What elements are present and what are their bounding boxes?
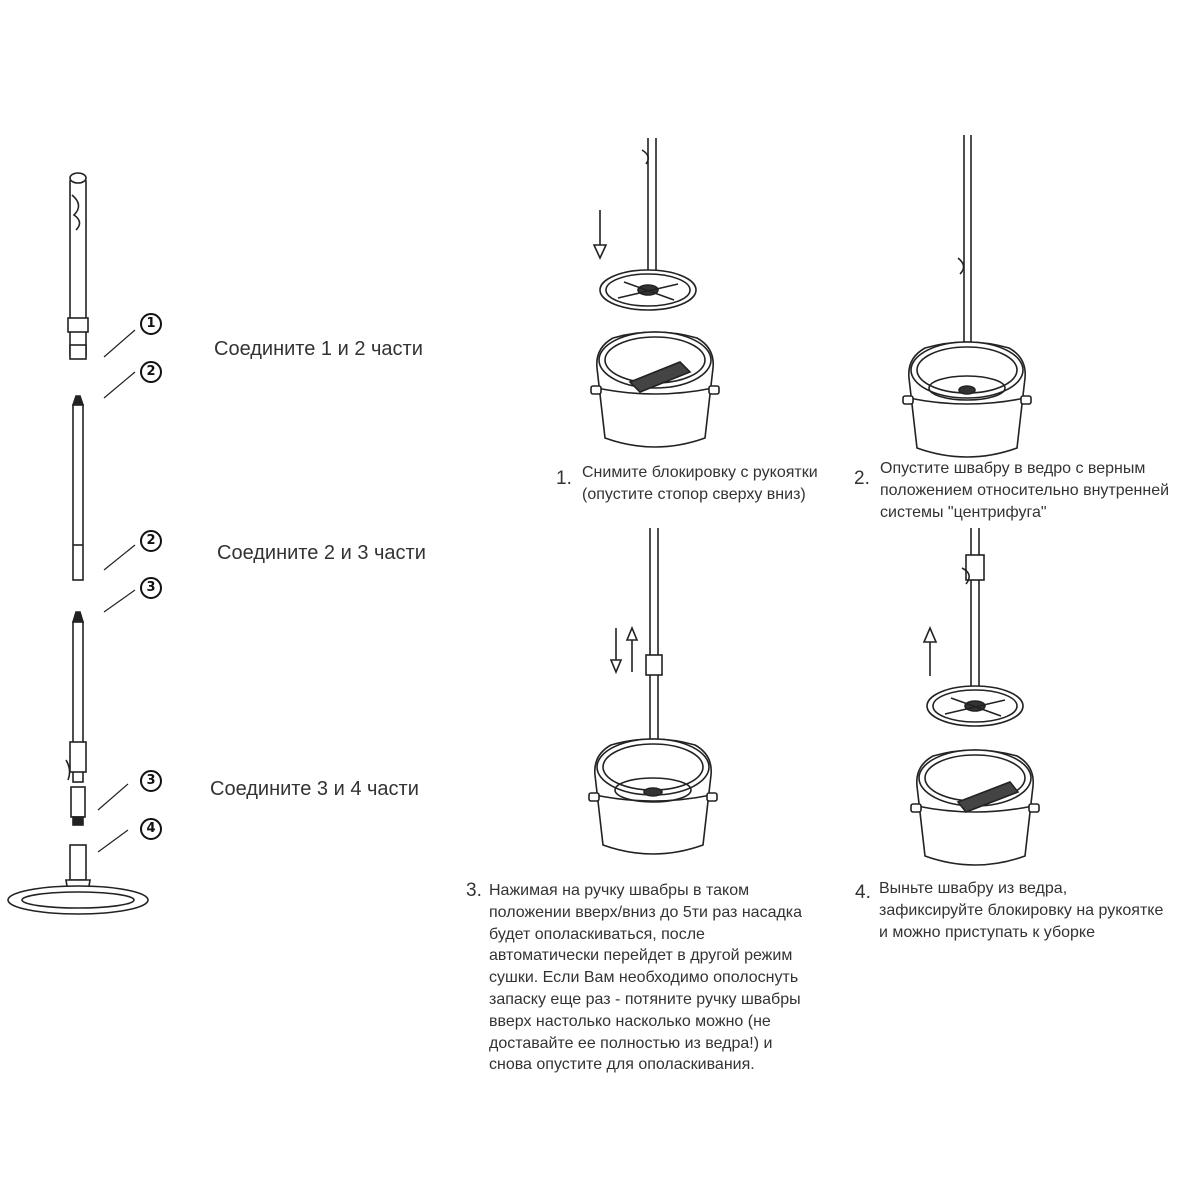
step-4-number: 4. xyxy=(855,882,871,903)
connect-3-4-label: Соедините 3 и 4 части xyxy=(210,778,419,800)
step-3-illustration xyxy=(588,528,718,855)
part-number-badge: 4 xyxy=(140,818,162,840)
step-4-illustration xyxy=(910,528,1040,866)
step-2-illustration xyxy=(902,135,1032,458)
mop-head-part-4 xyxy=(7,844,149,915)
mop-pole-part-3 xyxy=(65,611,87,826)
step-1-number: 1. xyxy=(556,468,572,489)
step-3-number: 3. xyxy=(466,880,482,901)
connect-1-2-label: Соедините 1 и 2 части xyxy=(214,338,423,360)
step-2-text: Опустите швабру в ведро с верным положен… xyxy=(880,460,1170,521)
leader-lines xyxy=(97,329,136,853)
part-number-badge: 2 xyxy=(140,361,162,383)
step-3-text: Нажимая на ручку швабры в таком положени… xyxy=(489,882,803,1074)
connect-2-3-label: Соедините 2 и 3 части xyxy=(217,542,426,564)
step-1-illustration xyxy=(590,138,720,448)
mop-handle-part-1 xyxy=(67,172,89,360)
part-number-badge: 3 xyxy=(140,577,162,599)
step-1-text: Снимите блокировку с рукоятки (опустите … xyxy=(582,464,818,503)
mop-pole-part-2 xyxy=(71,395,85,581)
part-number-badge: 2 xyxy=(140,530,162,552)
step-4-text: Выньте швабру из ведра, зафиксируйте бло… xyxy=(879,880,1164,941)
part-number-badge: 3 xyxy=(140,770,162,792)
part-number-badge: 1 xyxy=(140,313,162,335)
step-2-number: 2. xyxy=(854,468,870,489)
